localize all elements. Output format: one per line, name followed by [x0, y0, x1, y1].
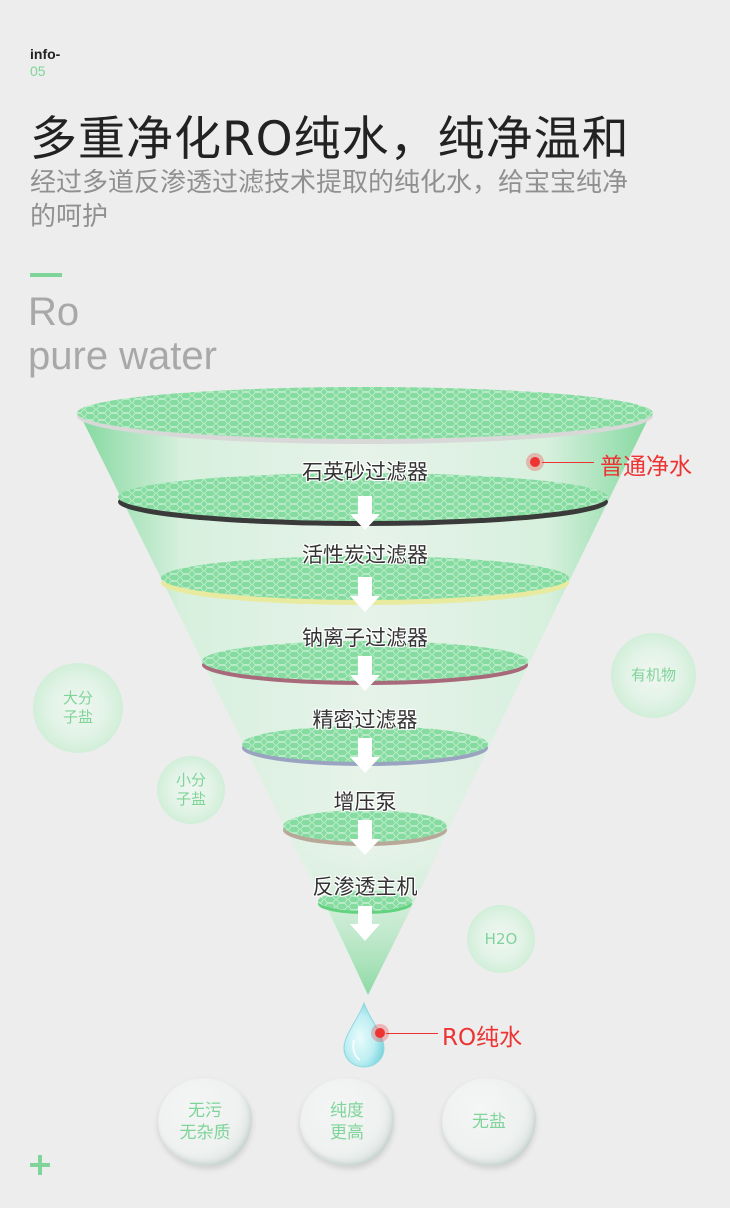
section-tag-number: 05: [30, 63, 46, 79]
stage-label-activated-carbon: 活性炭过滤器: [302, 543, 428, 567]
impurity-bubble-h2o: H2O: [467, 905, 535, 973]
bubble-text-line2: 子盐: [175, 790, 206, 808]
output-callout-line: [386, 1033, 438, 1034]
bubble-text-line2: 子盐: [62, 708, 93, 726]
bubble-text-line1: 大分: [62, 689, 93, 707]
section-tag-label: info-: [30, 46, 61, 62]
benefit-text-line1: 无污: [188, 1101, 222, 1121]
output-marker-icon: [371, 1024, 389, 1042]
bubble-text-line1: 有机物: [630, 666, 676, 684]
page-title: 多重净化RO纯水，纯净温和: [30, 112, 630, 167]
ro-water-callout: RO纯水: [442, 1025, 523, 1051]
input-water-callout: 普通净水: [600, 454, 692, 480]
benefit-text-line1: 无盐: [472, 1112, 506, 1132]
english-title-line2: pure water: [28, 334, 217, 378]
accent-divider: [30, 273, 62, 277]
benefit-higher-purity: 纯度更高: [300, 1078, 394, 1166]
bubble-text-line1: H2O: [484, 929, 518, 948]
stage-label-precision-filter: 精密过滤器: [312, 708, 418, 732]
impurity-bubble-large-salt: 大分子盐: [33, 663, 123, 753]
page-subtitle: 经过多道反渗透过滤技术提取的纯化水，给宝宝纯净的呵护: [30, 168, 629, 232]
input-callout-line: [542, 462, 594, 463]
benefit-text-line2: 更高: [330, 1123, 364, 1143]
input-marker-icon: [526, 453, 544, 471]
impurity-bubble-organic: 有机物: [611, 633, 696, 718]
section-tag: info- 05: [30, 46, 60, 80]
stage-label-sodium-ion: 钠离子过滤器: [302, 626, 428, 650]
benefit-text-line2: 无杂质: [179, 1123, 231, 1143]
stage-label-quartz-sand: 石英砂过滤器: [302, 460, 428, 484]
stage-label-ro-main-unit: 反渗透主机: [312, 875, 418, 899]
bubble-text-line1: 小分: [175, 771, 206, 789]
benefit-text-line1: 纯度: [330, 1101, 364, 1121]
benefit-no-impurities: 无污无杂质: [158, 1078, 252, 1166]
impurity-bubble-small-salt: 小分子盐: [157, 756, 225, 824]
stage-label-booster-pump: 增压泵: [333, 790, 397, 814]
plus-icon: [30, 1155, 50, 1175]
benefit-salt-free: 无盐: [442, 1078, 536, 1166]
english-title-line1: Ro: [28, 290, 80, 334]
english-title: Ro pure water: [28, 290, 217, 378]
